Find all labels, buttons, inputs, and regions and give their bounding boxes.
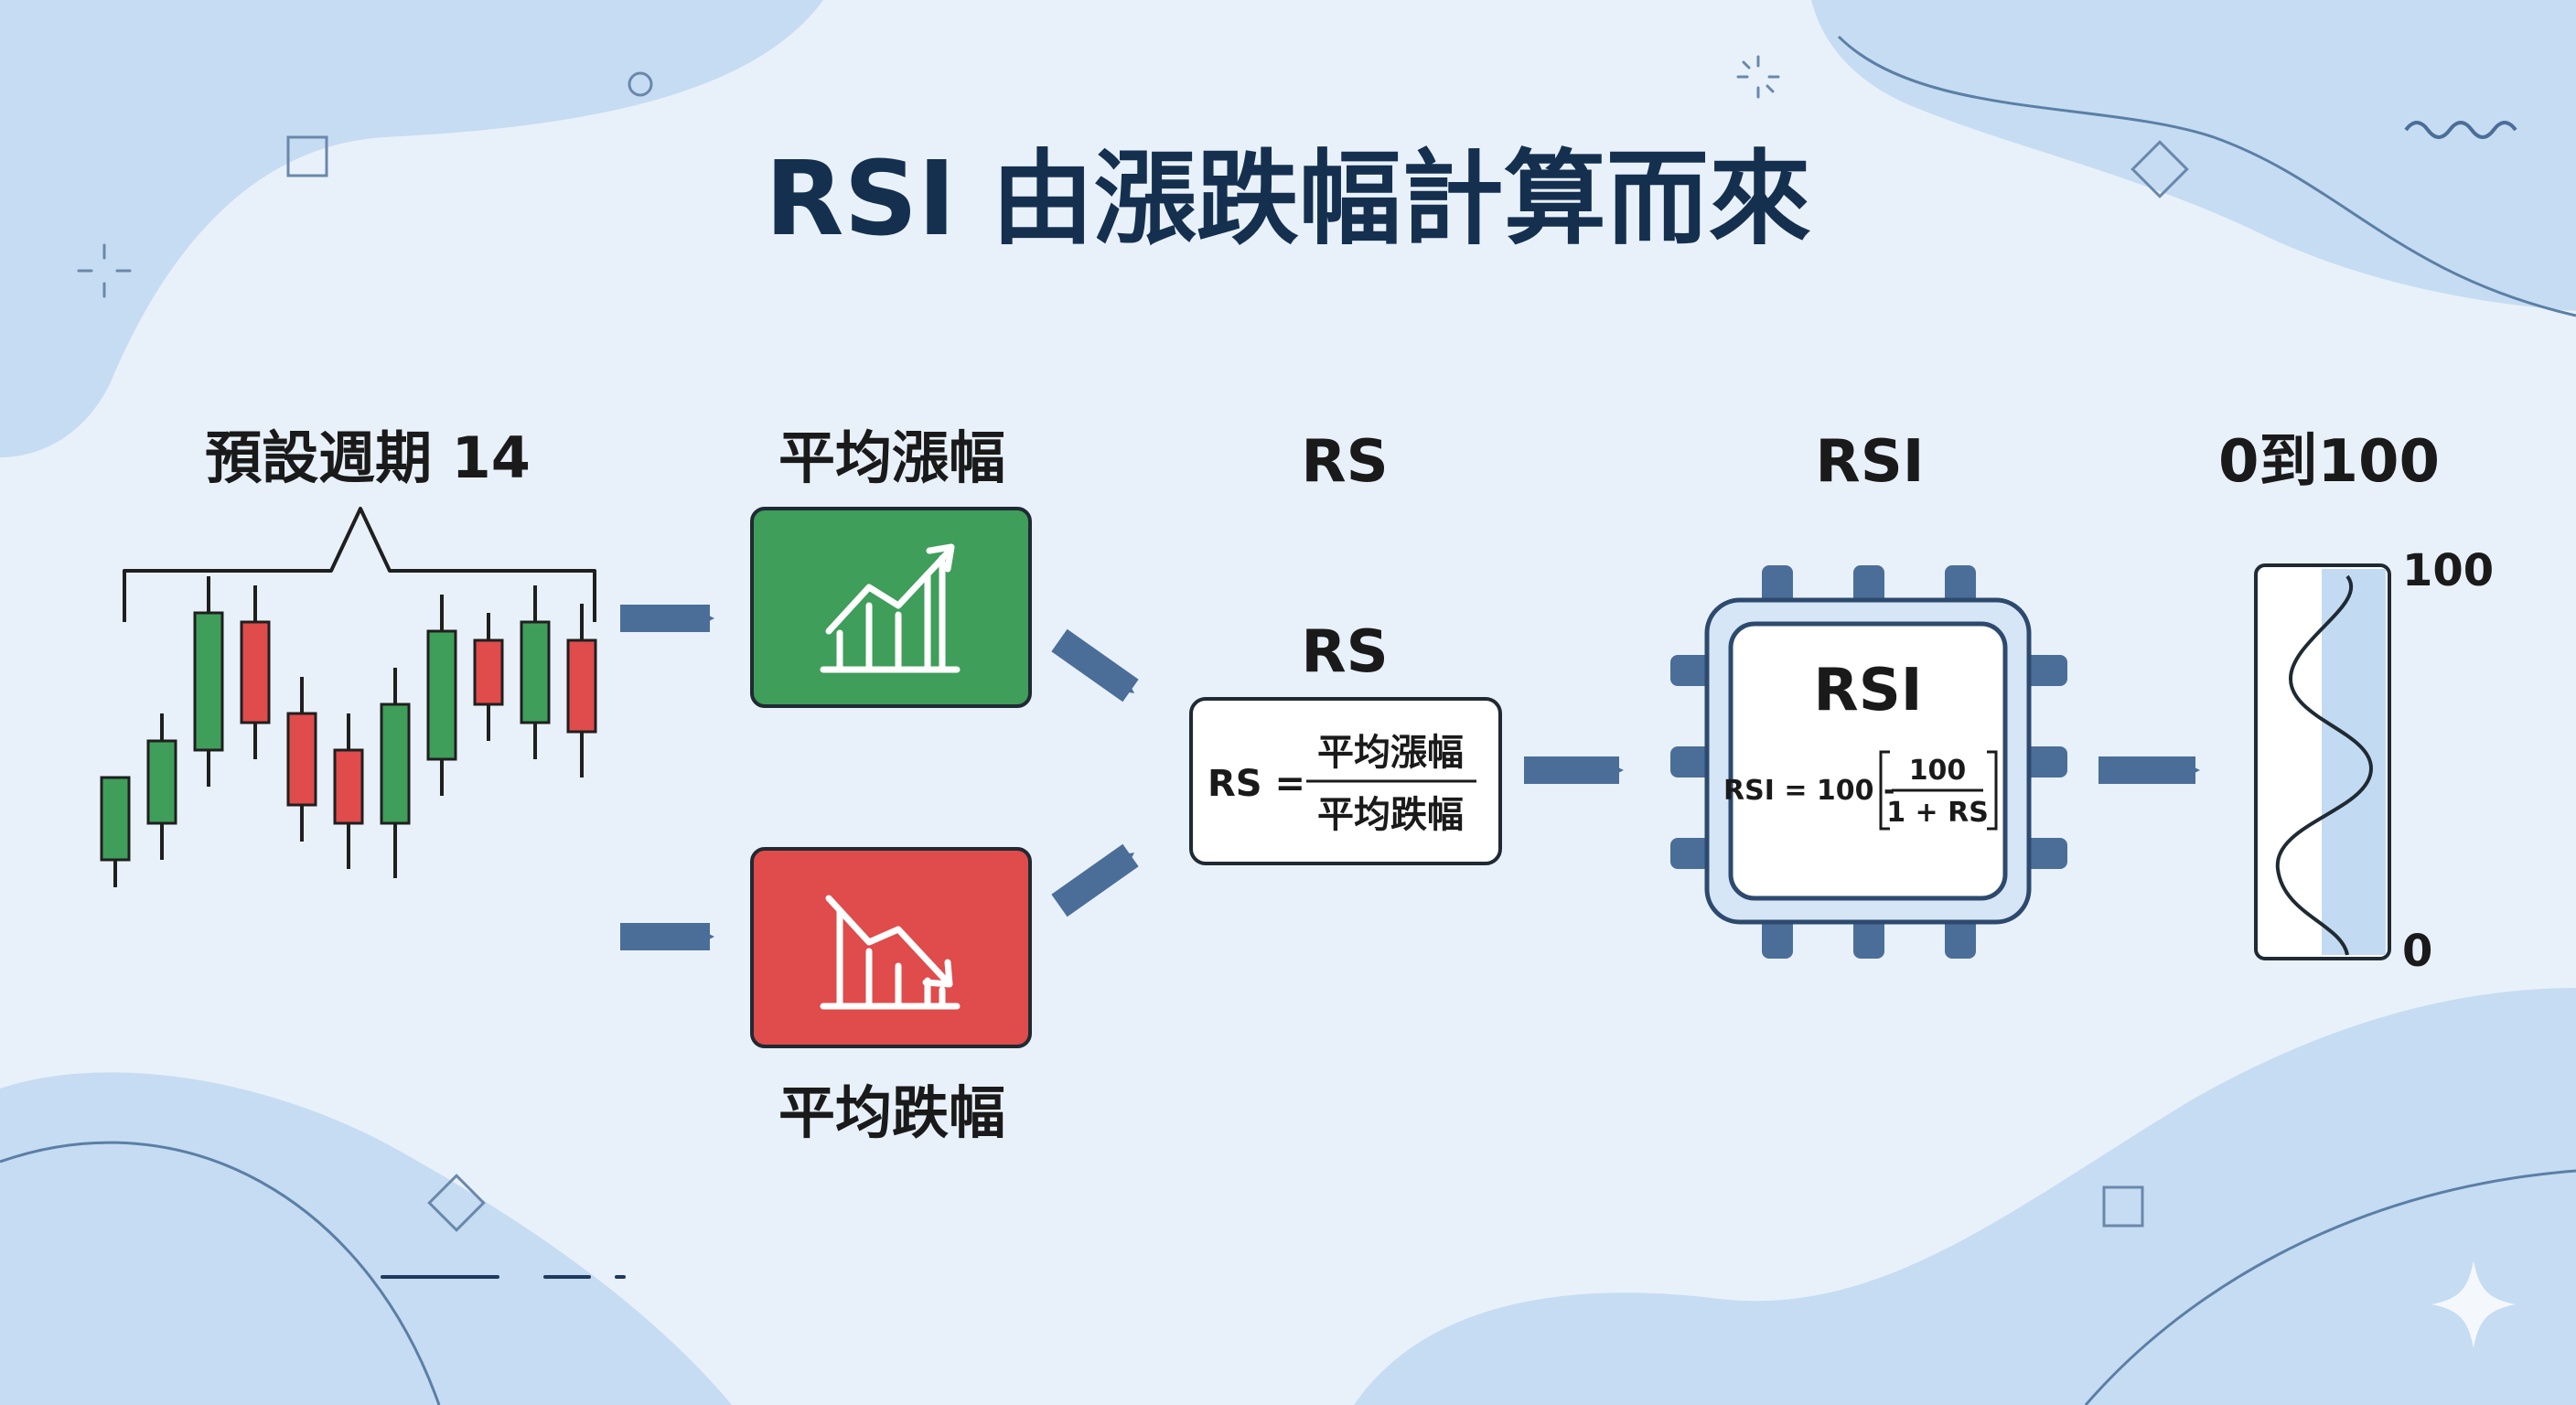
candlestick [426,595,457,796]
bg-blob-top-left [0,0,823,457]
candlestick-chart [100,576,597,887]
candlestick-body [240,620,271,724]
bg-line-bottom-left [0,1141,441,1405]
deco-circle [628,71,653,97]
candlestick-body [426,629,457,761]
candlestick [240,585,271,759]
candlestick-body [333,748,364,825]
rsi-bracket-right [1987,750,1998,831]
arrow-gain-to-rs [1051,628,1139,702]
rs-formula-lhs: RS = [1208,763,1305,805]
candlestick [193,576,224,787]
rs-header: RS [1301,428,1388,496]
range-min-label: 0 [2402,926,2432,977]
bar-chart-down-arrow-icon [820,895,961,1010]
bar-chart-up-arrow-icon [820,543,961,673]
deco-wave [2404,121,2517,139]
rsi-chip-inner [1728,621,2008,901]
deco-sparkle-top [1736,55,1780,99]
rsi-formula-numerator: 100 [1909,755,1967,787]
candlestick-body [100,776,131,862]
period-label: 預設週期 14 [205,424,531,491]
deco-square-bottom-right [2102,1185,2144,1228]
range-header: 0到100 [2218,428,2440,496]
candlestick [286,677,317,842]
bg-blob-bottom-left [0,1072,732,1405]
deco-sparkle-left [77,243,132,298]
bg-line-bottom-right [2084,1169,2576,1405]
page-title: RSI 由漲跌幅計算而來 [765,140,1811,259]
avg-gain-label: 平均漲幅 [778,424,1005,491]
candlestick [380,668,411,878]
bg-line-top-right [1837,35,2576,317]
rsi-box-title: RSI [1813,657,1922,724]
period-bracket [123,507,596,622]
candlestick [333,713,364,869]
avg-loss-label: 平均跌幅 [778,1079,1005,1146]
candlestick-body [566,638,597,734]
rsi-header: RSI [1815,428,1924,496]
arrow-loss-to-rs [1051,843,1139,917]
deco-square-top-left [286,135,328,177]
range-gauge-fill [2322,569,2386,955]
deco-diamond-top [2131,140,2189,198]
candlestick [100,776,131,887]
rs-formula-denominator: 平均跌幅 [1317,794,1464,836]
candlestick-body [286,712,317,807]
deco-diamond-bottom-left [427,1174,486,1232]
candlestick [566,604,597,778]
rs-box-title: RS [1301,618,1388,686]
candlestick [473,613,504,741]
candlestick-body [520,620,551,724]
bg-blob-bottom-right [1354,988,2576,1405]
avg-gain-box [750,507,1032,708]
range-max-label: 100 [2402,545,2494,596]
deco-star [2431,1260,2516,1348]
candlestick [146,713,177,860]
range-gauge-wave [2275,574,2374,956]
candlestick-body [473,638,504,706]
candlestick-body [380,702,411,825]
rsi-formula-lhs: RSI = 100 - [1723,775,1894,807]
rs-formula-numerator: 平均漲幅 [1317,732,1464,774]
candlestick [520,585,551,759]
candlestick-body [146,739,177,825]
avg-loss-box [750,847,1032,1048]
candlestick-body [193,611,224,752]
rsi-formula-denominator: 1 + RS [1886,797,1989,829]
rsi-bracket-left [1879,750,1890,831]
